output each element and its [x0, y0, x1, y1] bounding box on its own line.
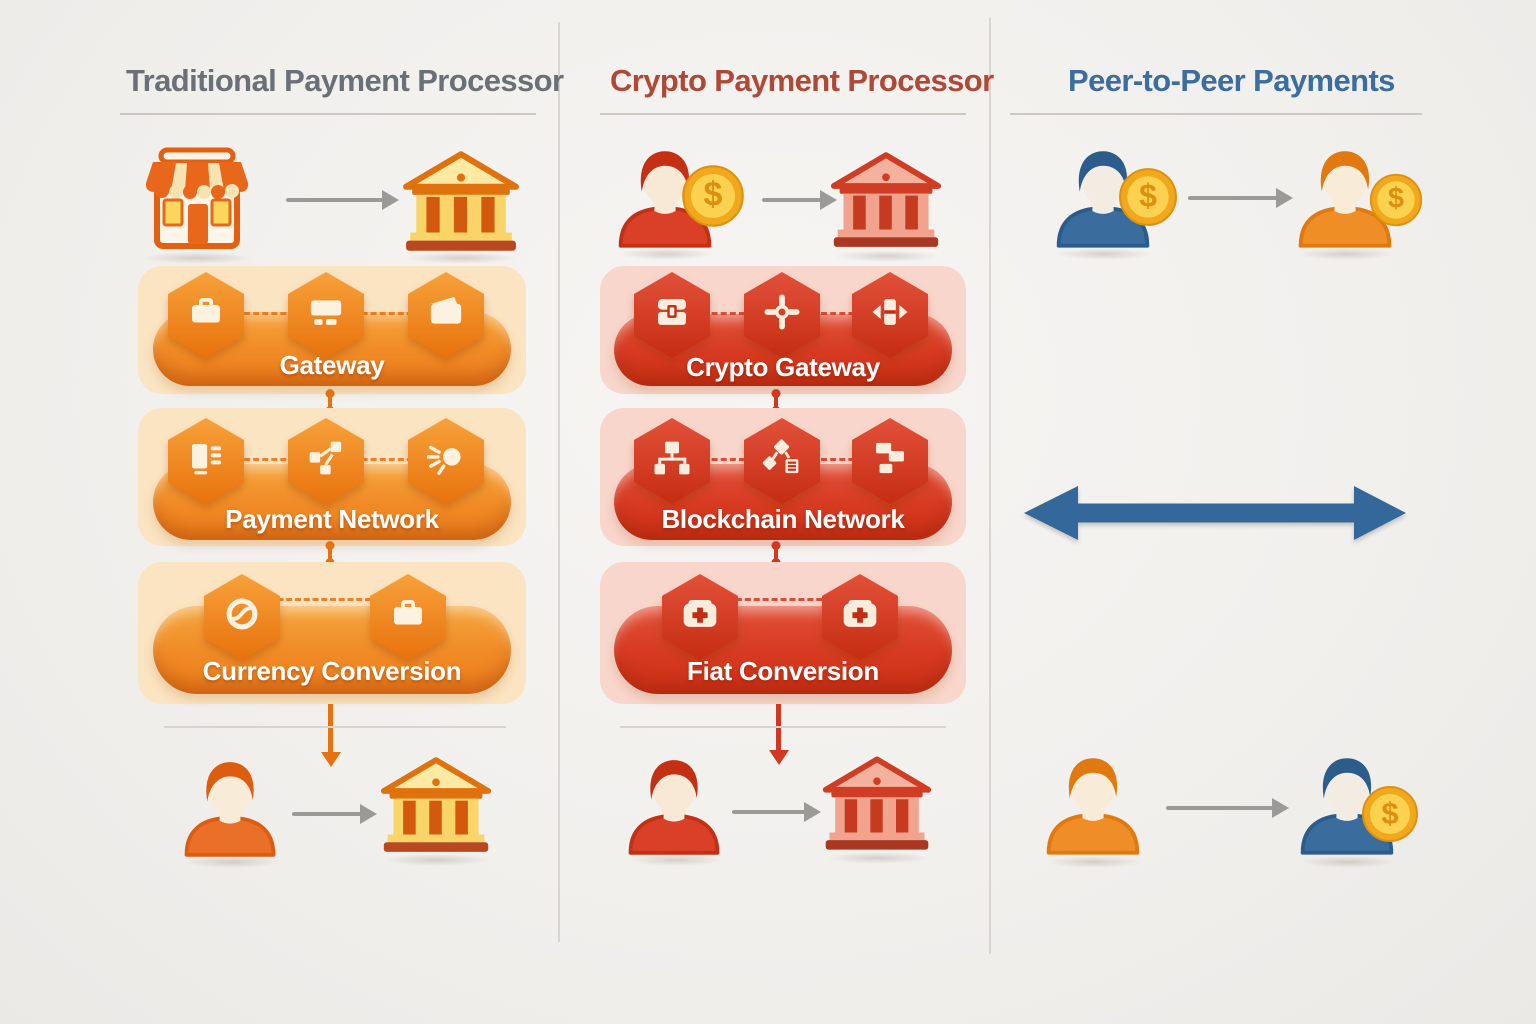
stage-label-crypto-gateway: Crypto Gateway — [686, 352, 880, 382]
flow-arrow-down-icon — [328, 704, 333, 754]
card-terminal-icon — [284, 270, 368, 360]
dollar-coin-icon: $ — [680, 163, 746, 229]
stage-label-fiat-conversion: Fiat Conversion — [687, 656, 879, 686]
column-divider-left — [558, 22, 560, 942]
stage-panel-gateway: Gateway — [138, 266, 526, 394]
bank-icon — [820, 754, 934, 854]
icon-shadow — [834, 250, 940, 262]
hub-cross-icon — [740, 270, 824, 360]
icon-shadow — [628, 854, 724, 866]
icon-shadow — [1056, 248, 1152, 260]
dollar-symbol: $ — [1381, 795, 1399, 831]
stage-connector — [774, 548, 778, 560]
column-title-traditional: Traditional Payment Processor — [126, 62, 564, 98]
title-underline — [120, 113, 536, 115]
stage-label-payment-network: Payment Network — [225, 504, 439, 534]
flow-arrow-right-icon — [732, 810, 806, 814]
bank-icon — [400, 150, 522, 254]
stage-connector — [328, 396, 332, 408]
stage-panel-blockchain-network: Blockchain Network — [600, 408, 966, 546]
title-underline — [1010, 113, 1422, 115]
icon-shadow — [1298, 248, 1394, 260]
flow-chart-icon — [740, 416, 824, 506]
stage-connector — [328, 548, 332, 560]
stage-panel-crypto-gateway: Crypto Gateway — [600, 266, 966, 394]
merchant-store-icon — [136, 142, 258, 256]
icon-shadow — [184, 856, 280, 868]
ledger-icon — [164, 416, 248, 506]
bank-icon — [378, 756, 494, 855]
dollar-symbol: $ — [703, 175, 723, 214]
sender-person-icon — [1040, 752, 1146, 858]
dollar-symbol: $ — [1139, 177, 1157, 214]
bidirectional-arrow-icon — [1022, 482, 1408, 544]
stage-connector — [774, 396, 778, 408]
flow-arrow-right-icon — [762, 198, 822, 202]
briefcase-icon — [164, 270, 248, 360]
customer-person-icon — [178, 758, 282, 858]
dollar-symbol: $ — [1387, 182, 1405, 215]
bank-icon — [828, 150, 944, 251]
dollar-coin-icon: $ — [1117, 166, 1179, 228]
flow-arrow-right-icon — [1188, 196, 1278, 200]
wallet-icon — [404, 270, 488, 360]
coin-burst-icon — [404, 416, 488, 506]
wallet-plus-icon — [818, 572, 902, 662]
stage-panel-payment-network: Payment Network — [138, 408, 526, 546]
linked-blocks-icon — [630, 416, 714, 506]
flow-arrow-right-icon — [292, 812, 362, 816]
column-title-crypto: Crypto Payment Processor — [610, 62, 994, 98]
icon-shadow — [384, 854, 490, 866]
icon-shadow — [142, 252, 254, 264]
flow-arrow-right-icon — [1166, 806, 1274, 810]
stage-panel-currency-conversion: Currency Conversion — [138, 562, 526, 704]
icon-shadow — [1300, 856, 1396, 868]
stacked-blocks-icon — [848, 416, 932, 506]
icon-shadow — [1046, 856, 1142, 868]
currency-exchange-icon — [200, 572, 284, 662]
vault-icon — [630, 270, 714, 360]
flow-arrow-right-icon — [286, 198, 384, 202]
section-separator — [164, 726, 506, 728]
flow-arrow-down-icon — [776, 704, 781, 752]
dollar-coin-icon: $ — [1368, 172, 1424, 228]
section-separator — [620, 726, 946, 728]
briefcase-icon — [366, 572, 450, 662]
wallet-plus-icon — [658, 572, 742, 662]
icon-shadow — [618, 248, 714, 260]
column-title-p2p: Peer-to-Peer Payments — [1068, 62, 1395, 98]
customer-person-icon — [622, 756, 726, 856]
network-nodes-icon — [284, 416, 368, 506]
stage-label-gateway: Gateway — [279, 350, 385, 380]
stage-panel-fiat-conversion: Fiat Conversion — [600, 562, 966, 704]
icon-shadow — [826, 852, 930, 864]
column-divider-right — [989, 18, 991, 954]
dollar-coin-icon: $ — [1360, 784, 1420, 844]
stage-label-currency-conversion: Currency Conversion — [202, 656, 462, 686]
block-transfer-icon — [848, 270, 932, 360]
icon-shadow — [406, 252, 518, 264]
stage-label-blockchain-network: Blockchain Network — [661, 504, 905, 534]
title-underline — [600, 113, 966, 115]
